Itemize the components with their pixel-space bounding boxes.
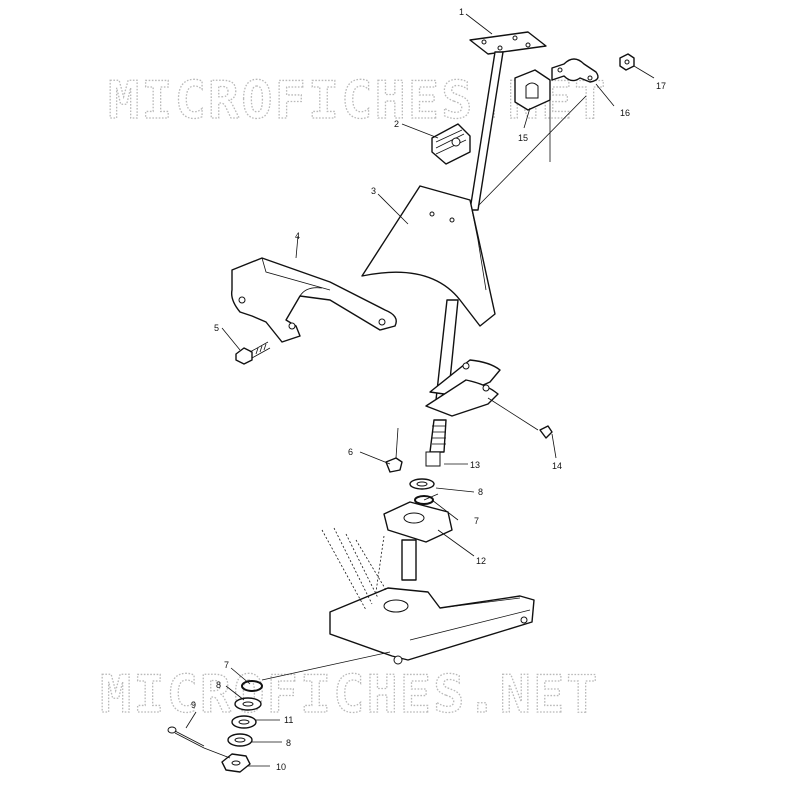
callout-6: 6 <box>348 447 353 457</box>
steering-arm-plates <box>425 359 501 417</box>
part-10-castle-nut <box>221 753 251 773</box>
callout-5: 5 <box>214 323 219 333</box>
part-17-nut <box>619 53 635 71</box>
callout-7-upper: 7 <box>474 516 479 526</box>
part-7-oring-upper <box>414 495 434 505</box>
part-6-cotter-pin <box>385 427 403 473</box>
callout-16: 16 <box>620 108 630 118</box>
callout-1: 1 <box>459 7 464 17</box>
callout-17: 17 <box>656 81 666 91</box>
lower-frame <box>329 587 535 665</box>
callout-2: 2 <box>394 119 399 129</box>
callout-7-lower: 7 <box>224 660 229 670</box>
callout-12: 12 <box>476 556 486 566</box>
part-2-bushing <box>431 123 471 165</box>
callout-10: 10 <box>276 762 286 772</box>
callout-8-lower-b: 8 <box>286 738 291 748</box>
part-4-bracket <box>230 257 397 343</box>
callout-14: 14 <box>552 461 562 471</box>
callout-3: 3 <box>371 186 376 196</box>
part-14-clip <box>539 425 553 439</box>
part-7-oring-lower <box>241 680 263 692</box>
callout-15: 15 <box>518 133 528 143</box>
dash-panel <box>361 185 496 327</box>
splash-hatching <box>321 527 387 611</box>
callout-8-lower-a: 8 <box>216 680 221 690</box>
part-9-cotter-pin <box>167 726 205 749</box>
part-8-washer-upper <box>409 478 435 490</box>
part-13-post-end <box>425 419 447 467</box>
callout-13: 13 <box>470 460 480 470</box>
watermark-bottom: MICROFICHES.NET <box>100 665 600 725</box>
part-8-washer-lower-b <box>227 733 253 747</box>
part-16-clamp <box>551 58 599 83</box>
callout-11: 11 <box>284 715 293 725</box>
callout-8-upper: 8 <box>478 487 483 497</box>
part-12-bearing-block <box>383 501 453 581</box>
part-5-bolt <box>235 341 271 365</box>
callout-4: 4 <box>295 231 300 241</box>
part-11-nut <box>231 715 257 729</box>
callout-9: 9 <box>191 700 196 710</box>
leader-lines <box>185 13 655 767</box>
part-1-steering-post-plate <box>469 31 547 211</box>
part-8-washer-lower-a <box>234 697 262 711</box>
